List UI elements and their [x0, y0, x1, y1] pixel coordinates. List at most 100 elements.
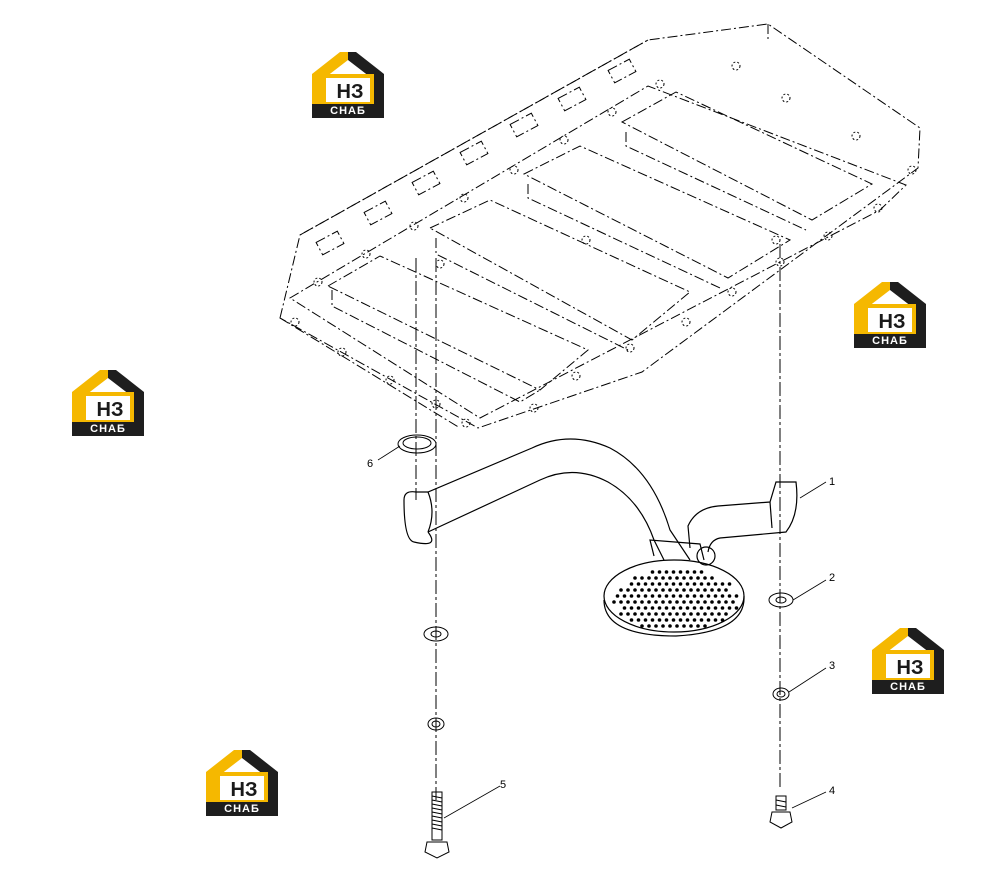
strainer-hole: [710, 600, 714, 604]
watermark-logo: НЗ СНАБ: [854, 282, 926, 348]
strainer-hole: [689, 612, 693, 616]
strainer-hole: [706, 606, 711, 610]
strainer-hole: [689, 624, 693, 628]
strainer-hole: [633, 588, 637, 592]
strainer-hole: [633, 612, 637, 616]
assembly-centerlines: [415, 244, 781, 800]
strainer-hole: [622, 606, 627, 610]
strainer-hole: [671, 594, 676, 598]
strainer-hole: [675, 624, 679, 628]
logo-letters: НЗ: [336, 81, 364, 103]
strainer-hole: [699, 606, 704, 610]
strainer-hole: [622, 594, 627, 598]
strainer-hole: [685, 594, 690, 598]
strainer-hole: [696, 612, 700, 616]
strainer-hole: [717, 612, 721, 616]
strainer-hole: [657, 582, 662, 586]
callout-3: 3: [829, 660, 835, 672]
strainer-hole: [706, 582, 711, 586]
strainer-hole: [636, 618, 641, 622]
strainer-hole: [703, 612, 707, 616]
pan-bolt-holes: [290, 61, 917, 428]
strainer-hole: [713, 582, 718, 586]
lock-washer-left: [427, 717, 445, 731]
strainer-hole: [678, 582, 683, 586]
strainer-hole: [682, 576, 686, 580]
strainer-hole: [689, 600, 693, 604]
strainer-hole: [706, 594, 711, 598]
strainer-hole: [671, 606, 676, 610]
strainer-hole: [717, 600, 721, 604]
strainer-hole: [696, 600, 700, 604]
logo-letters: НЗ: [96, 399, 124, 421]
strainer-hole: [724, 600, 728, 604]
strainer-hole: [678, 570, 683, 574]
strainer-hole: [699, 618, 704, 622]
strainer-hole: [699, 594, 704, 598]
strainer-hole: [619, 600, 623, 604]
strainer-hole: [650, 570, 655, 574]
logo-house-icon: [872, 628, 944, 694]
strainer-holes: [612, 570, 739, 628]
strainer-hole: [643, 618, 648, 622]
strainer-hole: [650, 606, 655, 610]
lock-washer-right: [772, 687, 790, 701]
strainer-hole: [685, 618, 690, 622]
strainer-hole: [696, 624, 700, 628]
logo-house-icon: [206, 750, 278, 816]
strainer-hole: [633, 600, 637, 604]
strainer-hole: [675, 612, 679, 616]
strainer-hole: [640, 576, 644, 580]
strainer-hole: [664, 594, 669, 598]
logo-caption: СНАБ: [90, 423, 126, 435]
strainer-hole: [696, 588, 700, 592]
logo-house-icon: [312, 52, 384, 118]
strainer-hole: [692, 606, 697, 610]
strainer-hole: [633, 576, 637, 580]
callout-4: 4: [829, 785, 835, 797]
strainer-hole: [654, 576, 658, 580]
strainer-hole: [661, 600, 665, 604]
strainer-hole: [713, 618, 718, 622]
strainer-hole: [717, 588, 721, 592]
logo-caption: СНАБ: [872, 335, 908, 347]
strainer-hole: [689, 588, 693, 592]
leader-lines: [377, 445, 827, 819]
strainer-hole: [619, 588, 623, 592]
strainer-hole: [668, 588, 672, 592]
strainer-hole: [734, 606, 739, 610]
strainer-hole: [640, 624, 644, 628]
strainer-hole: [661, 612, 665, 616]
strainer-hole: [650, 618, 655, 622]
strainer-hole: [636, 594, 641, 598]
oil-pan-outline: [279, 23, 921, 429]
strainer-hole: [629, 594, 634, 598]
strainer-hole: [668, 600, 672, 604]
strainer-hole: [647, 600, 651, 604]
strainer-hole: [724, 612, 728, 616]
strainer-hole: [668, 612, 672, 616]
strainer-hole: [615, 594, 620, 598]
strainer-hole: [675, 576, 679, 580]
strainer-hole: [668, 624, 672, 628]
strainer-hole: [640, 600, 644, 604]
strainer-hole: [682, 624, 686, 628]
strainer-hole: [657, 618, 662, 622]
strainer-hole: [727, 594, 732, 598]
strainer-hole: [703, 600, 707, 604]
logo-letters: НЗ: [896, 657, 924, 679]
callout-2: 2: [829, 572, 835, 584]
strainer-hole: [664, 618, 669, 622]
strainer-hole: [640, 612, 644, 616]
strainer-hole: [626, 588, 630, 592]
strainer-hole: [626, 600, 630, 604]
strainer-hole: [689, 576, 693, 580]
strainer-hole: [647, 588, 651, 592]
watermark-logo: НЗ СНАБ: [72, 370, 144, 436]
callout-1: 1: [829, 476, 835, 488]
strainer-hole: [664, 570, 669, 574]
strainer-hole: [692, 582, 697, 586]
strainer-hole: [699, 570, 704, 574]
strainer-hole: [640, 588, 644, 592]
